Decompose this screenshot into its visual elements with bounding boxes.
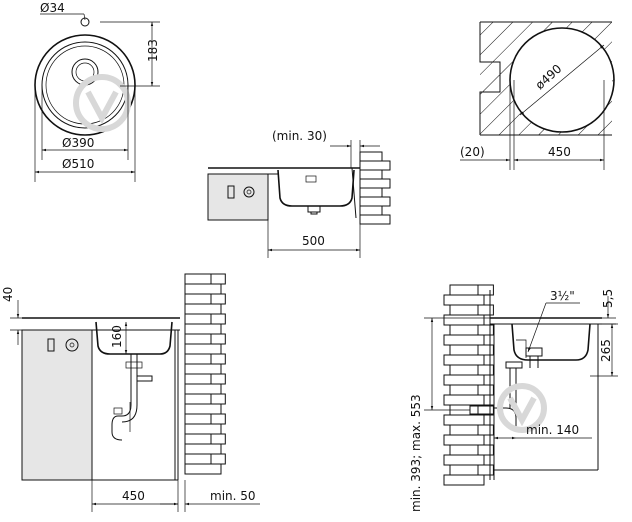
- brick: [184, 423, 222, 435]
- cutout-diameter-label: ø490: [533, 62, 565, 93]
- brick: [443, 394, 485, 406]
- brick: [443, 474, 485, 486]
- sink-section-view: (min. 30) 500: [207, 129, 391, 258]
- sink-bowl-side: [511, 323, 591, 361]
- brick: [184, 403, 222, 415]
- rim-label: 5,5: [601, 289, 615, 308]
- brick: [477, 444, 494, 456]
- worktop-cutout-view: ø490 (20) 450: [460, 21, 615, 170]
- brick: [449, 344, 479, 356]
- brick: [210, 293, 226, 305]
- brick: [210, 413, 226, 425]
- brick: [449, 304, 479, 316]
- brick: [184, 393, 212, 405]
- brick: [184, 333, 212, 345]
- sink-plan-view: Ø34 183 Ø390 Ø510: [34, 1, 160, 182]
- brick: [443, 334, 485, 346]
- brick: [449, 424, 479, 436]
- brick: [184, 273, 212, 285]
- side-cabinet: [21, 329, 93, 481]
- brick: [443, 294, 485, 306]
- brick: [184, 373, 212, 385]
- siphon-pipe: [111, 354, 153, 441]
- brick: [184, 463, 222, 475]
- brick: [210, 313, 226, 325]
- brick: [210, 373, 226, 385]
- brick: [449, 384, 479, 396]
- pipe-size-label: 3½": [550, 289, 575, 303]
- brick: [184, 283, 222, 295]
- brick: [210, 393, 226, 405]
- min-offset-label: min. 140: [526, 423, 579, 437]
- brick: [184, 363, 222, 375]
- wall-bricks-right: [443, 284, 494, 486]
- brick: [449, 364, 479, 376]
- brick: [443, 354, 485, 366]
- brick: [184, 303, 222, 315]
- brick: [184, 353, 212, 365]
- brick: [184, 343, 222, 355]
- brick: [449, 284, 479, 296]
- sink-bowl-elevation: [95, 321, 173, 355]
- cutout-width-label: 450: [548, 145, 571, 159]
- brick: [443, 414, 485, 426]
- brick: [210, 333, 226, 345]
- brick: [184, 323, 222, 335]
- brick: [184, 453, 212, 465]
- brick: [184, 443, 222, 455]
- counter-thickness-label: 40: [1, 287, 15, 302]
- brick: [477, 344, 494, 356]
- brick: [184, 313, 212, 325]
- watermark-logo: [73, 74, 131, 132]
- hole-diameter-label: Ø34: [40, 1, 65, 15]
- brick: [449, 324, 479, 336]
- brick: [184, 383, 222, 395]
- brick: [477, 304, 494, 316]
- bowl-depth-label: 160: [110, 325, 124, 348]
- brick: [210, 273, 226, 285]
- brick: [449, 464, 479, 476]
- brick: [477, 324, 494, 336]
- cabinet-elevation-view: 40 160 450 min. 50: [1, 273, 260, 512]
- bowl-depth-side-label: 265: [599, 339, 613, 362]
- wall-bricks-left: [184, 273, 226, 475]
- brick: [184, 413, 212, 425]
- brick: [443, 454, 485, 466]
- outer-diameter-label: Ø510: [62, 157, 94, 171]
- brick: [477, 424, 494, 436]
- side-elevation-view: 3½" 5,5 265 min. 393; max. 553 min. 140: [409, 284, 618, 512]
- section-width-label: 500: [302, 234, 325, 248]
- brick: [443, 314, 485, 326]
- brick: [184, 433, 212, 445]
- brick: [443, 374, 485, 386]
- brick: [210, 453, 226, 465]
- brick: [477, 384, 494, 396]
- min-edge-label: (min. 30): [272, 129, 327, 143]
- brick: [449, 444, 479, 456]
- offset-label: 183: [146, 39, 160, 62]
- sink-bowl-section: [277, 169, 355, 207]
- cabinet-width-label: 450: [122, 489, 145, 503]
- brick: [477, 464, 494, 476]
- brick: [210, 353, 226, 365]
- worktop-hatching: [480, 22, 614, 135]
- inner-diameter-label: Ø390: [62, 136, 94, 150]
- edge-offset-label: (20): [460, 145, 485, 159]
- brick: [477, 364, 494, 376]
- watermark-logo-2: [497, 383, 547, 433]
- brick: [210, 433, 226, 445]
- brick: [443, 434, 485, 446]
- brick: [184, 293, 212, 305]
- wall-gap-label: min. 50: [210, 489, 256, 503]
- brick: [477, 404, 494, 416]
- wall-bricks-small: [359, 151, 391, 225]
- brick: [477, 284, 494, 296]
- cabinet-panel: [207, 173, 269, 221]
- drain-height-label: min. 393; max. 553: [409, 394, 423, 512]
